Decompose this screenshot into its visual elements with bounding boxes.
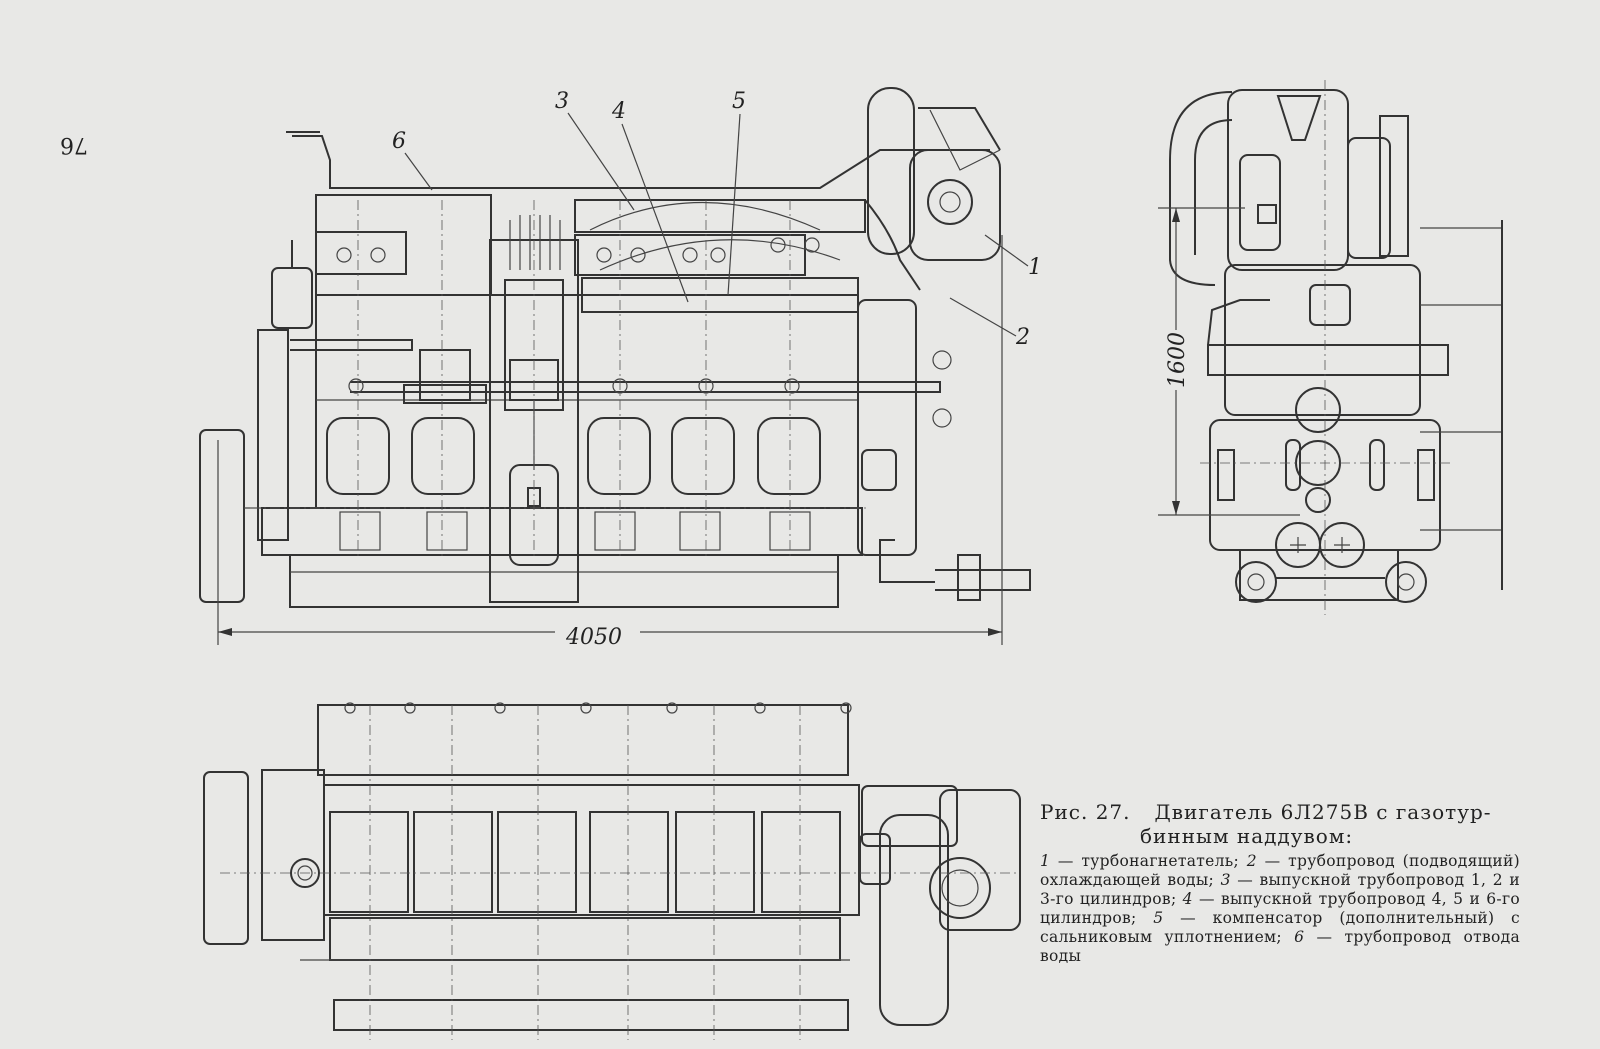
legend-item: 2 — трубопровод (подводящий) охлаждающей… <box>1040 852 1520 889</box>
callout-2: 2 <box>1015 325 1030 350</box>
exhaust-manifold <box>336 199 866 313</box>
turbocharger <box>864 87 1001 291</box>
figure-title-line2: бинным наддувом: <box>1140 824 1354 848</box>
figure-label: Рис. 27. <box>1040 800 1131 824</box>
end-view <box>1169 80 1503 615</box>
water-drain-pipe <box>292 135 990 189</box>
front-casing <box>257 329 289 541</box>
inspection-hatches <box>326 417 821 495</box>
figure-legend: 1 — турбонагнетатель; 2 — трубопровод (п… <box>1040 852 1520 966</box>
page-number: 76 <box>60 132 88 157</box>
callout-4: 4 <box>611 99 626 124</box>
governor <box>271 240 413 351</box>
legend-item: 4 — выпускной трубопровод 4, 5 и 6-го ци… <box>1040 890 1520 927</box>
crankcase <box>261 507 863 556</box>
dimension-length-label: 4050 <box>565 625 622 650</box>
dimension-height-label: 1600 <box>1165 332 1190 388</box>
callout-3: 3 <box>555 89 569 114</box>
callouts: 6 3 4 5 1 2 <box>392 89 1042 350</box>
dimension-length: 4050 <box>217 235 1003 650</box>
callout-1: 1 <box>1028 255 1042 280</box>
top-cylinder-covers <box>329 811 841 913</box>
legend-item: 5 — компенсатор (дополнительный) с сальн… <box>1040 909 1520 946</box>
fuel-pump <box>419 349 471 401</box>
legend-item: 6 — трубопровод отвода воды <box>1040 928 1520 965</box>
cooler-column <box>857 299 1031 601</box>
side-view <box>199 87 1031 608</box>
flywheel <box>199 429 245 603</box>
top-view <box>203 702 1021 1040</box>
figure-caption: Рис. 27. Двигатель 6Л275В с газотур- бинн… <box>1040 800 1520 966</box>
legend-item: 1 — турбонагнетатель; <box>1040 852 1240 870</box>
base-frame <box>289 554 839 608</box>
legend-item: 3 — выпускной трубопровод 1, 2 и 3-го ци… <box>1040 871 1520 908</box>
dimension-height: 1600 <box>1158 207 1300 516</box>
figure-title-line1: Двигатель 6Л275В с газотур- <box>1154 800 1492 824</box>
figure-title: Рис. 27. Двигатель 6Л275В с газотур- бинн… <box>1040 800 1520 848</box>
callout-6: 6 <box>392 129 406 154</box>
top-flywheel <box>203 771 249 945</box>
callout-5: 5 <box>732 89 746 114</box>
